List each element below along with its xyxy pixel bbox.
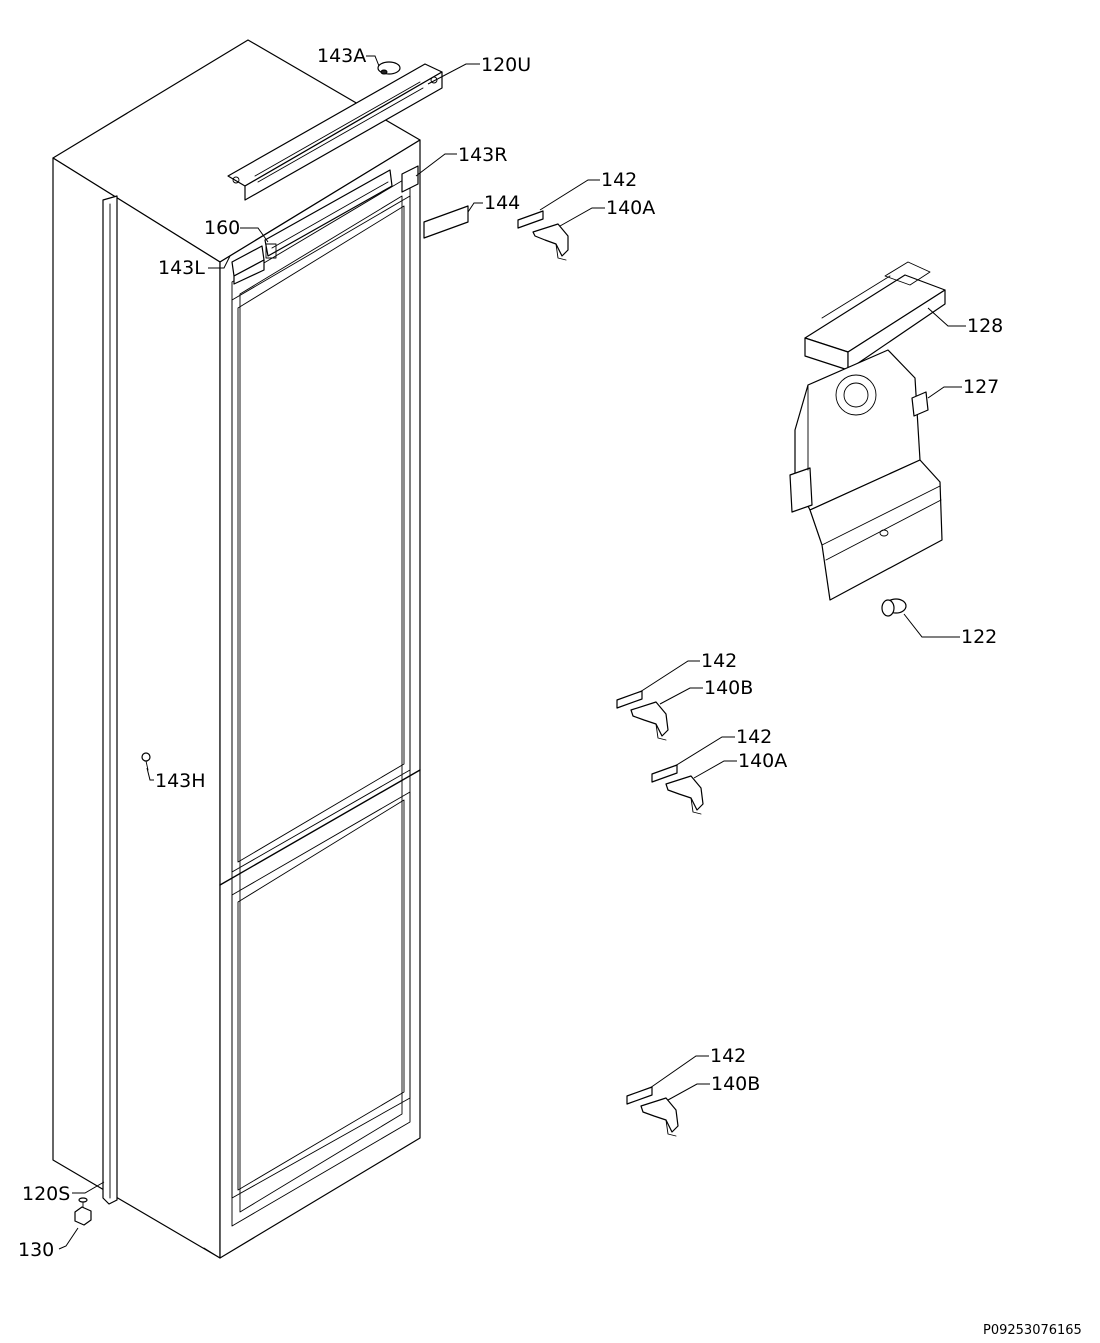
knob-143A bbox=[377, 61, 401, 75]
label-120U: 120U bbox=[481, 54, 531, 76]
screw-143H bbox=[141, 752, 151, 771]
foot-bolt-130 bbox=[74, 1197, 92, 1226]
part-labels: 143A 120U 143R 144 142 140A 160 143L 128… bbox=[18, 45, 1003, 1261]
plate-144 bbox=[423, 205, 469, 239]
label-128: 128 bbox=[967, 315, 1003, 337]
label-144: 144 bbox=[484, 192, 520, 214]
label-143H: 143H bbox=[155, 770, 206, 792]
label-143A: 143A bbox=[317, 45, 366, 67]
label-140A-mid: 140A bbox=[738, 750, 787, 772]
hinge-set-mid-a bbox=[651, 764, 704, 815]
hinge-set-bottom bbox=[626, 1086, 679, 1137]
label-142-mid-b: 142 bbox=[701, 650, 737, 672]
duct-housing-127 bbox=[789, 349, 943, 601]
label-140B-mid: 140B bbox=[704, 677, 753, 699]
label-142-top: 142 bbox=[601, 169, 637, 191]
knob-122 bbox=[881, 598, 907, 617]
label-143L: 143L bbox=[158, 257, 205, 279]
front-bracket-160 bbox=[264, 169, 393, 259]
hinge-set-top bbox=[517, 210, 569, 261]
label-130: 130 bbox=[18, 1239, 54, 1261]
label-140B-bottom: 140B bbox=[711, 1073, 760, 1095]
label-140A-top: 140A bbox=[606, 197, 655, 219]
side-strip-120S bbox=[102, 195, 118, 1205]
cap-143L bbox=[231, 245, 265, 285]
label-142-bottom: 142 bbox=[710, 1045, 746, 1067]
label-122: 122 bbox=[961, 626, 997, 648]
label-143R: 143R bbox=[458, 144, 507, 166]
hinge-set-mid-b bbox=[616, 690, 669, 741]
cap-143R bbox=[401, 165, 419, 193]
top-rail-120U bbox=[227, 63, 443, 201]
document-code: P09253076165 bbox=[983, 1323, 1082, 1338]
cover-128 bbox=[804, 261, 946, 371]
cabinet-body bbox=[52, 39, 421, 1259]
label-120S: 120S bbox=[22, 1183, 70, 1205]
label-160: 160 bbox=[204, 217, 240, 239]
label-142-mid-a: 142 bbox=[736, 726, 772, 748]
label-127: 127 bbox=[963, 376, 999, 398]
leader-lines bbox=[58, 55, 966, 1250]
